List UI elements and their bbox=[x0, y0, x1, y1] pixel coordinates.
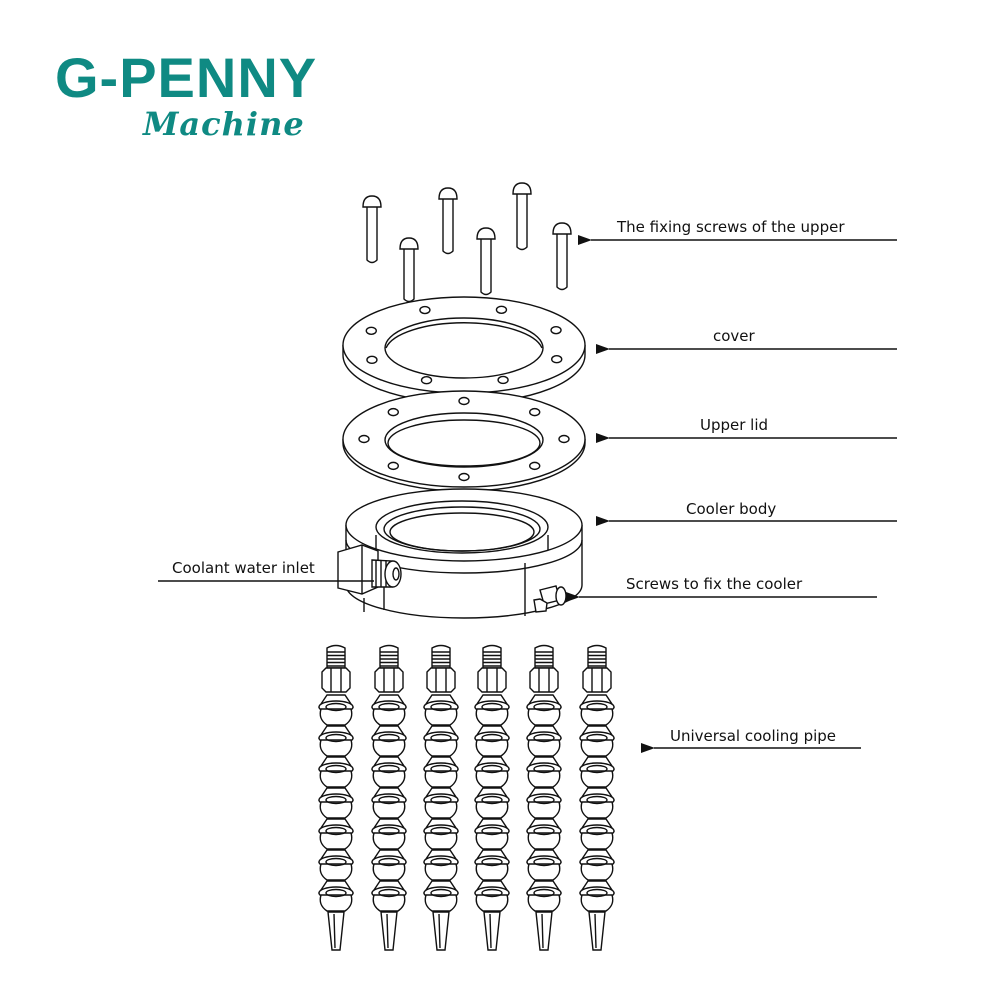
cover-bolt-holes bbox=[365, 305, 563, 385]
cooling-pipes-group bbox=[317, 644, 616, 951]
bolt-hole bbox=[551, 355, 563, 364]
bolt-hole bbox=[419, 305, 431, 315]
bolt-hole bbox=[495, 305, 508, 314]
screw bbox=[552, 222, 572, 291]
label-universal-cooling-pipe: Universal cooling pipe bbox=[670, 727, 836, 745]
cooling-pipe bbox=[317, 644, 355, 951]
callout-labels: The fixing screws of the upper cover Upp… bbox=[172, 218, 845, 745]
cooling-pipe bbox=[578, 644, 616, 951]
label-fixing-screws: The fixing screws of the upper bbox=[616, 218, 845, 236]
bolt-hole bbox=[558, 434, 570, 444]
bolt-hole bbox=[458, 472, 470, 482]
bolt-hole bbox=[420, 376, 433, 385]
bolt-hole bbox=[387, 461, 399, 471]
callout-arrows bbox=[158, 235, 897, 753]
bolt-hole bbox=[529, 461, 541, 471]
screw bbox=[512, 182, 532, 251]
cooling-pipe bbox=[422, 644, 460, 951]
cooling-pipe bbox=[525, 644, 563, 951]
bolt-hole bbox=[387, 407, 399, 417]
bolt-hole bbox=[366, 355, 378, 365]
cooler-fix-screw bbox=[533, 585, 567, 613]
brand-logo-subtitle: Machine bbox=[143, 105, 305, 143]
cooling-pipe bbox=[473, 644, 511, 951]
cover-ring bbox=[342, 296, 586, 404]
brand-logo-title: G-PENNY bbox=[55, 46, 318, 109]
screw bbox=[438, 187, 458, 255]
label-cover: cover bbox=[713, 327, 756, 345]
label-cooler-body: Cooler body bbox=[686, 500, 776, 518]
cooling-pipe bbox=[370, 644, 408, 951]
bolt-hole bbox=[358, 434, 370, 444]
label-coolant-water-inlet: Coolant water inlet bbox=[172, 559, 315, 577]
upper-lid-ring bbox=[342, 390, 586, 492]
label-screws-to-fix-cooler: Screws to fix the cooler bbox=[626, 575, 803, 593]
cooler-body bbox=[337, 488, 583, 619]
bolt-hole bbox=[458, 396, 470, 406]
screw bbox=[362, 195, 382, 264]
screw bbox=[399, 237, 419, 303]
fixing-screws-group bbox=[362, 182, 572, 303]
coolant-inlet-fitting bbox=[337, 544, 402, 595]
bolt-hole bbox=[365, 326, 377, 335]
label-upper-lid: Upper lid bbox=[700, 416, 768, 434]
bolt-hole bbox=[550, 325, 562, 335]
bolt-hole bbox=[529, 407, 541, 417]
lid-bolt-holes bbox=[358, 396, 570, 482]
bolt-hole bbox=[497, 375, 509, 385]
screw bbox=[476, 227, 496, 296]
